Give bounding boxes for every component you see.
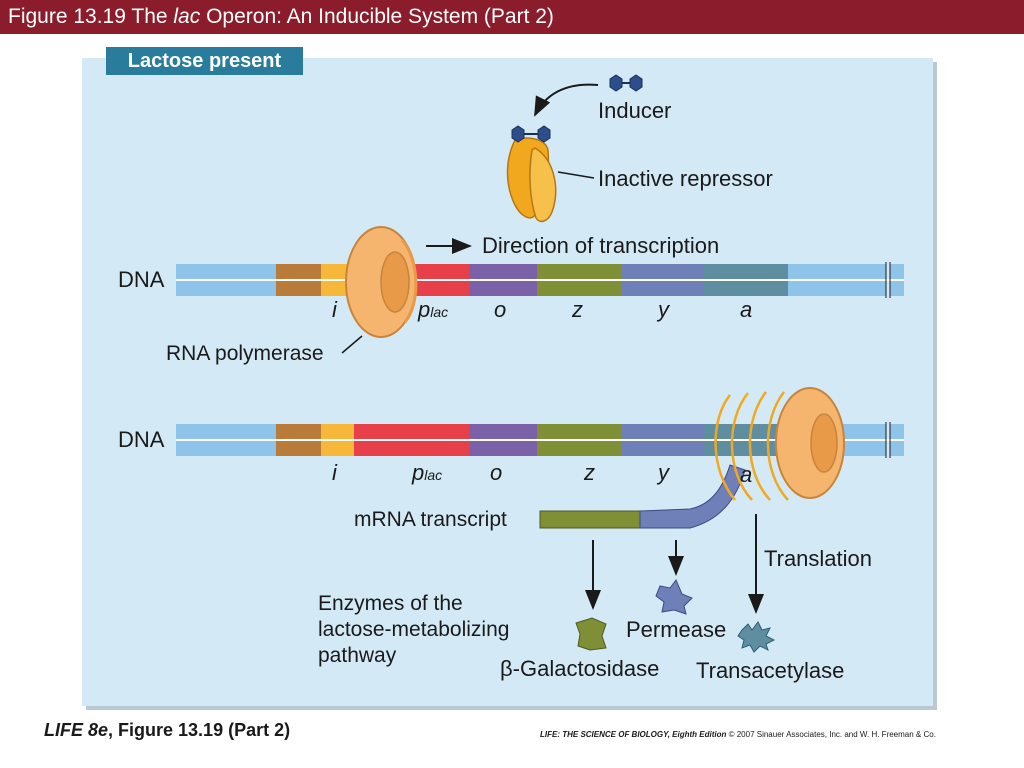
gene-o-bottom: o (490, 460, 503, 485)
dna-label-bottom: DNA (118, 427, 165, 452)
gene-p-bottom: plac (412, 460, 442, 486)
permease-label: Permease (626, 617, 727, 642)
dna-strand-bottom (176, 422, 904, 458)
footer-citation: LIFE 8e, Figure 13.19 (Part 2) (44, 720, 290, 741)
dna-strand-top (176, 262, 904, 298)
enzymes-line-3: pathway (318, 644, 397, 667)
footer-copyright-rest: © 2007 Sinauer Associates, Inc. and W. H… (726, 730, 936, 739)
gene-y-top: y (658, 297, 669, 322)
repressor-leader-line (557, 171, 595, 179)
inducer-molecule (609, 74, 643, 92)
figure-title-italic: lac (173, 5, 201, 28)
permease-shape (655, 579, 693, 615)
inducer-label: Inducer (598, 98, 672, 123)
polymerase-leader-line (341, 335, 363, 354)
translation-label: Translation (764, 546, 873, 571)
gene-z-bottom: z (584, 460, 595, 485)
rna-polymerase-bottom (714, 387, 845, 501)
transacetylase-shape (737, 621, 776, 653)
gene-p-bottom-sub: lac (424, 467, 443, 483)
gene-o-top: o (494, 297, 507, 322)
footer-citation-italic: LIFE 8e (44, 720, 109, 740)
footer-citation-rest: , Figure 13.19 (Part 2) (108, 720, 291, 740)
gene-a-bottom: a (740, 462, 753, 487)
mrna-transcript (539, 464, 746, 529)
gene-p-top-letter: p (418, 297, 431, 322)
gene-i-bottom: i (332, 460, 337, 485)
enzymes-line-2: lactose-metabolizing (318, 618, 510, 641)
transacetylase-label: Transacetylase (696, 658, 845, 683)
gene-a-top: a (740, 297, 753, 322)
figure-title: Figure 13.19 The lac Operon: An Inducibl… (8, 5, 554, 29)
gene-z-top: z (572, 297, 583, 322)
gene-p-top: plac (418, 297, 448, 323)
rna-polymerase-top (345, 226, 418, 338)
galactosidase-label: β-Galactosidase (500, 656, 660, 681)
footer-copyright: LIFE: THE SCIENCE OF BIOLOGY, Eighth Edi… (540, 730, 936, 739)
enzymes-line-1: Enzymes of the (318, 592, 463, 615)
inducer-binding-arrow (534, 83, 599, 117)
dna-label-top: DNA (118, 267, 165, 292)
title-bar: Figure 13.19 The lac Operon: An Inducibl… (0, 0, 1024, 34)
direction-label: Direction of transcription (482, 233, 720, 258)
footer-copyright-book: LIFE: THE SCIENCE OF BIOLOGY, Eighth Edi… (540, 730, 727, 739)
gene-i-top: i (332, 297, 337, 322)
inactive-repressor-label: Inactive repressor (598, 166, 773, 191)
rna-polymerase-label: RNA polymerase (166, 342, 324, 365)
gene-y-bottom: y (658, 460, 669, 485)
mrna-label: mRNA transcript (354, 508, 507, 531)
inactive-repressor-shape (506, 125, 557, 223)
figure-title-prefix: Figure 13.19 The (8, 5, 174, 28)
gene-p-bottom-letter: p (412, 460, 425, 485)
lactose-present-tag: Lactose present (106, 47, 303, 75)
figure-title-suffix: Operon: An Inducible System (Part 2) (200, 5, 554, 28)
galactosidase-shape (575, 617, 607, 651)
gene-p-top-sub: lac (430, 304, 449, 320)
